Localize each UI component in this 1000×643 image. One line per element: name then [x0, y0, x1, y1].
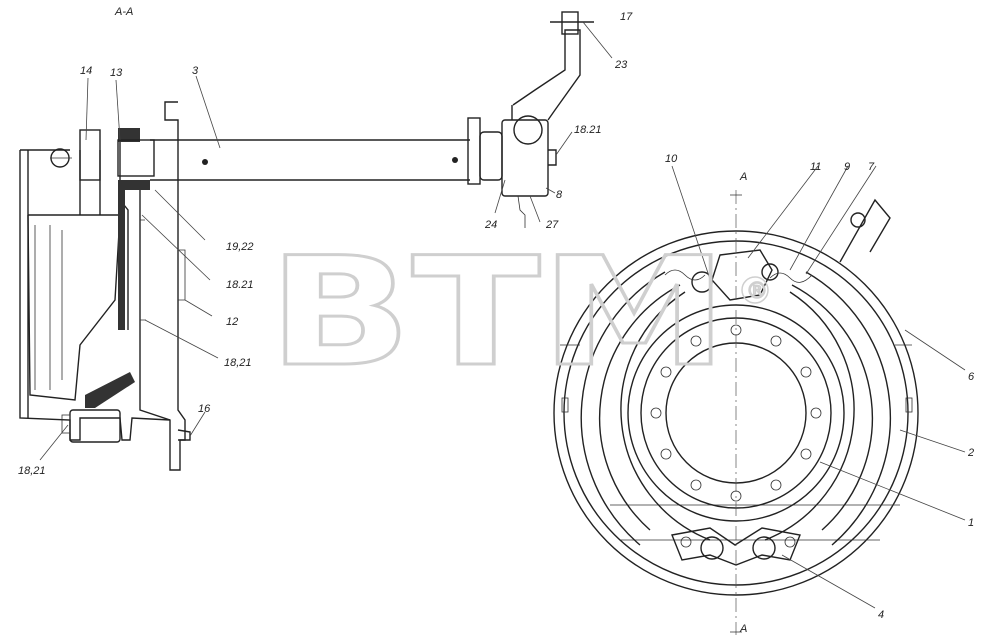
drum-section-view	[19, 101, 191, 471]
callout-1: 1	[968, 517, 974, 529]
camshaft-lever-assembly	[150, 11, 594, 228]
callout-18-21-a: 18.21	[226, 279, 254, 291]
callout-18-21-top: 18.21	[574, 124, 602, 136]
brake-front-view	[553, 190, 919, 635]
callout-6: 6	[968, 371, 975, 383]
callout-8: 8	[556, 189, 563, 201]
watermark: BTM ®	[267, 225, 769, 402]
callout-4: 4	[878, 609, 884, 621]
section-title: A-A	[114, 6, 133, 18]
callout-18-21-b: 18,21	[224, 357, 252, 369]
callout-3: 3	[192, 65, 199, 77]
watermark-logo: BTM	[268, 226, 728, 400]
callout-24: 24	[484, 219, 497, 231]
watermark-registered-mark: ®	[746, 279, 768, 304]
callout-23: 23	[614, 59, 628, 71]
callout-11: 11	[810, 161, 821, 173]
leader-lines	[39, 21, 966, 609]
callout-9: 9	[844, 161, 850, 173]
callout-27: 27	[545, 219, 559, 231]
callout-19-22: 19,22	[226, 241, 254, 253]
callout-12: 12	[226, 316, 238, 328]
callout-17: 17	[620, 11, 633, 23]
callout-13: 13	[110, 67, 123, 79]
callout-10: 10	[665, 153, 678, 165]
section-mark-top: A	[739, 171, 747, 183]
hub-bolt-holes	[650, 324, 822, 502]
section-mark-bottom: A	[739, 623, 747, 635]
callout-14: 14	[80, 65, 92, 77]
callout-18-21-c: 18,21	[18, 465, 46, 477]
callout-7: 7	[868, 161, 875, 173]
callout-2: 2	[967, 447, 974, 459]
callout-16: 16	[198, 403, 211, 415]
callout-labels: 17 23 14 13 3 18.21 8 24 27 19,22 18.21 …	[18, 11, 975, 635]
